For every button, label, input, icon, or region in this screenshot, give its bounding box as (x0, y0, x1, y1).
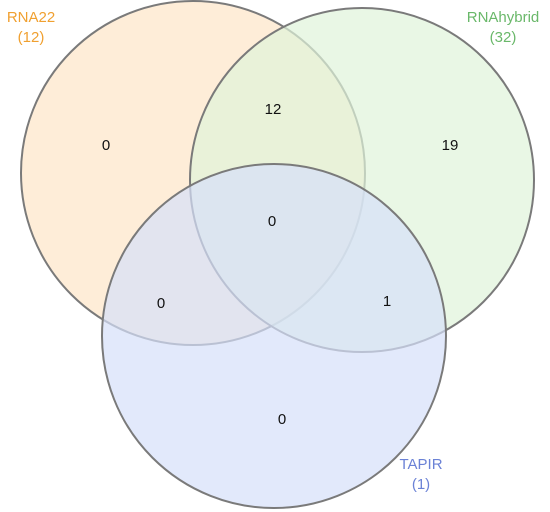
rnahybrid-set-count: (32) (490, 29, 517, 46)
tapir-set-name: TAPIR (399, 456, 442, 473)
region-rna22-tapir: 0 (157, 295, 165, 312)
region-tapir-only: 0 (278, 411, 286, 428)
rna22-set-count: (12) (18, 29, 45, 46)
rna22-set-name: RNA22 (7, 9, 55, 26)
tapir-circle (101, 163, 447, 509)
region-rna22-rnahybrid: 12 (265, 101, 282, 118)
region-rna22-only: 0 (102, 137, 110, 154)
region-rnahybrid-tapir: 1 (383, 293, 391, 310)
region-all-three: 0 (268, 213, 276, 230)
region-rnahybrid-only: 19 (442, 137, 459, 154)
tapir-set-count: (1) (412, 476, 430, 493)
rnahybrid-set-name: RNAhybrid (467, 9, 540, 26)
